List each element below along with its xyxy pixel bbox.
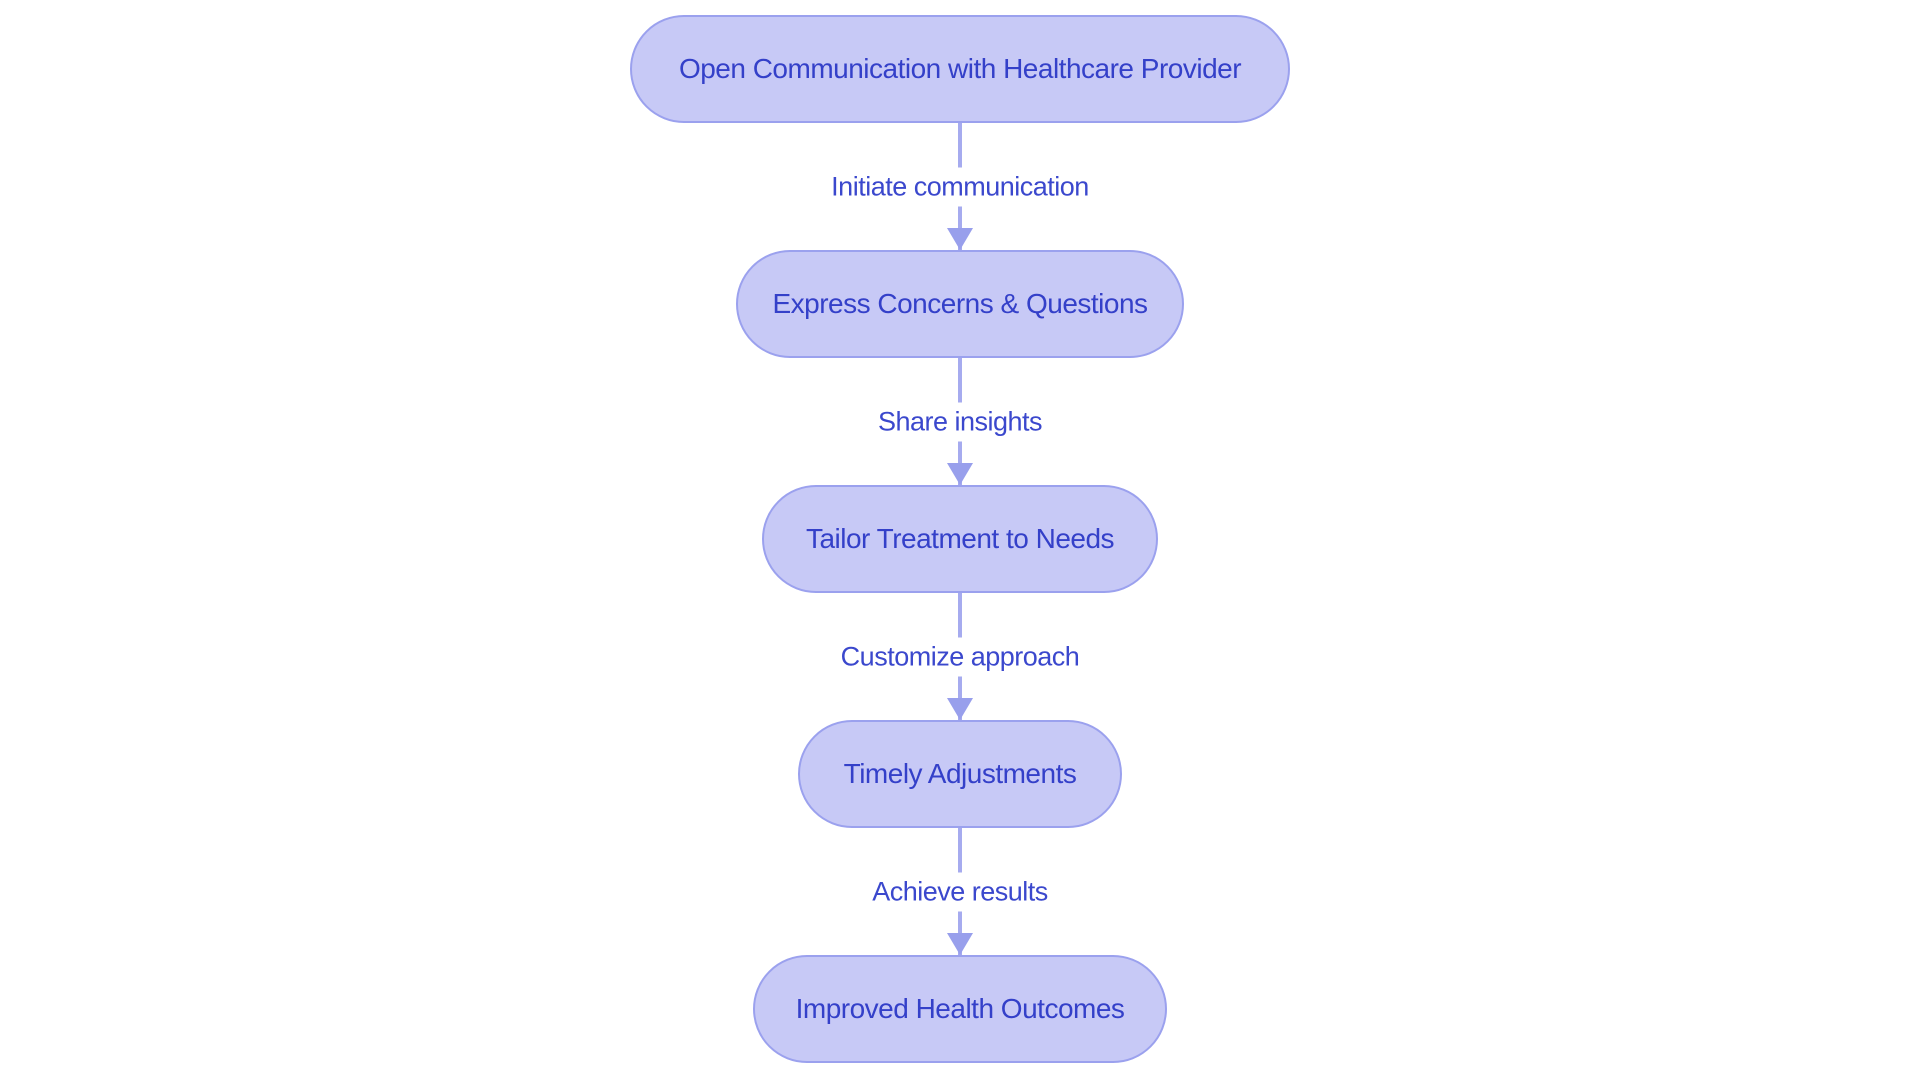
flow-node-open-communication: Open Communication with Healthcare Provi… xyxy=(630,15,1290,123)
flow-node-timely-adjustments: Timely Adjustments xyxy=(798,720,1122,828)
arrow-down-icon xyxy=(947,463,973,485)
edge-label-initiate-communication: Initiate communication xyxy=(821,167,1099,207)
node-label: Improved Health Outcomes xyxy=(795,993,1125,1024)
node-label: Open Communication with Healthcare Provi… xyxy=(678,53,1242,84)
node-label: Tailor Treatment to Needs xyxy=(805,523,1115,554)
flow-node-express-concerns: Express Concerns & Questions xyxy=(736,250,1184,358)
node-label: Timely Adjustments xyxy=(843,758,1077,789)
arrow-down-icon xyxy=(947,228,973,250)
node-label: Express Concerns & Questions xyxy=(772,288,1148,319)
edge-label-achieve-results: Achieve results xyxy=(862,872,1058,912)
edge-label-share-insights: Share insights xyxy=(867,402,1053,442)
arrow-down-icon xyxy=(947,698,973,720)
arrow-down-icon xyxy=(947,933,973,955)
flow-node-tailor-treatment: Tailor Treatment to Needs xyxy=(762,485,1158,593)
edge-label-customize-approach: Customize approach xyxy=(830,637,1090,677)
flow-node-improved-outcomes: Improved Health Outcomes xyxy=(753,955,1167,1063)
